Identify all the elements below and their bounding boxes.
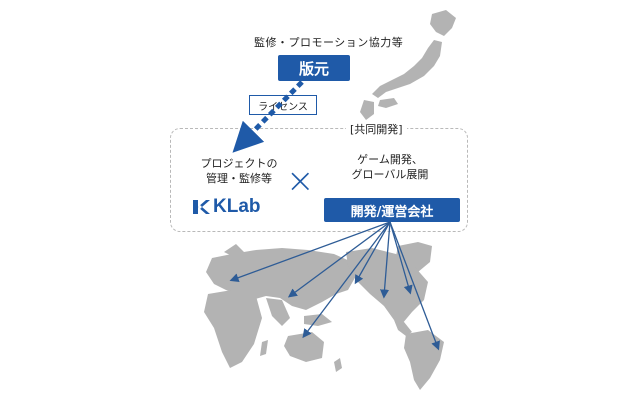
publisher-box: 版元 [278, 55, 350, 81]
klab-logo-mark-icon [193, 200, 210, 214]
dev-ops-company-box: 開発/運営会社 [324, 198, 460, 222]
partner-role-text: ゲーム開発、 グローバル展開 [351, 153, 429, 181]
klab-logo-text: KLab [213, 196, 261, 217]
klab-logo: KLab [192, 196, 261, 218]
cross-symbol: × [286, 161, 315, 201]
joint-development-label: [共同開発] [346, 121, 407, 137]
klab-role-text: プロジェクトの 管理・監修等 [200, 157, 278, 185]
supervision-label: 監修・プロモーション協力等 [254, 36, 404, 49]
license-box: ライセンス [249, 95, 317, 115]
joint-development-group [170, 128, 468, 232]
